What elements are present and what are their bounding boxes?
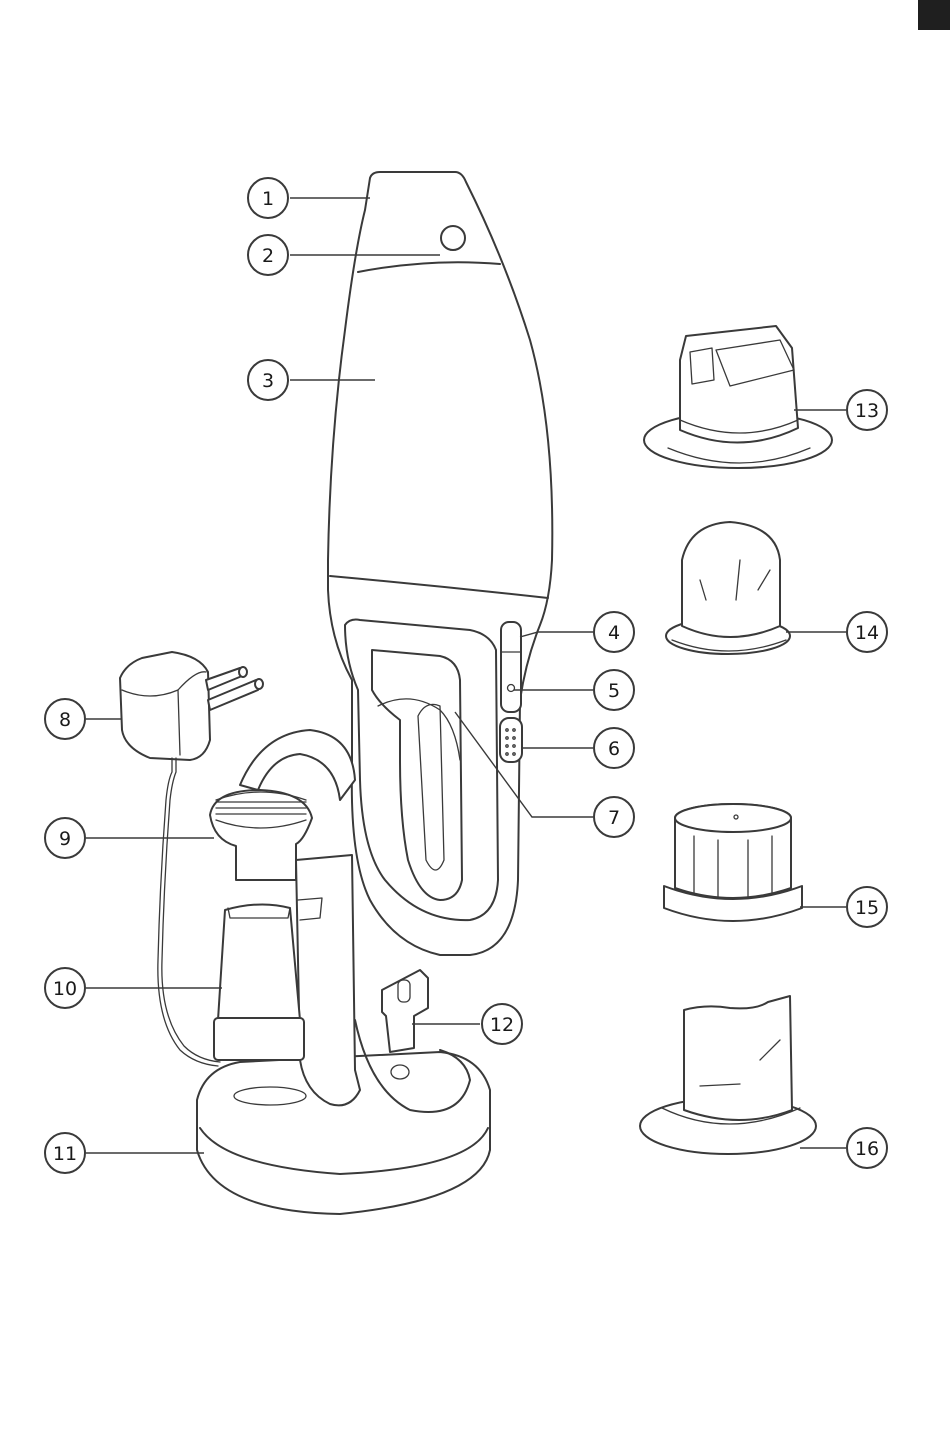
- callout-13: 13: [847, 390, 887, 430]
- callout-label: 1: [262, 188, 274, 210]
- callout-label: 4: [608, 622, 620, 644]
- callout-label: 3: [262, 370, 274, 392]
- handheld-vacuum: [328, 172, 552, 955]
- callout-10: 10: [45, 968, 85, 1008]
- callout-label: 8: [59, 709, 71, 731]
- filter-holder-part: [644, 326, 832, 468]
- callout-7: 7: [594, 797, 634, 837]
- callout-4: 4: [594, 612, 634, 652]
- callout-label: 14: [855, 622, 879, 644]
- callout-label: 5: [608, 680, 620, 702]
- filter-bag-part: [640, 996, 816, 1154]
- front-button: [441, 226, 465, 250]
- callout-1: 1: [248, 178, 288, 218]
- callout-label: 13: [855, 400, 879, 422]
- callout-15: 15: [847, 887, 887, 927]
- callout-14: 14: [847, 612, 887, 652]
- callout-label: 6: [608, 738, 620, 760]
- callout-label: 12: [490, 1014, 514, 1036]
- callout-label: 16: [855, 1138, 879, 1160]
- callout-label: 9: [59, 828, 71, 850]
- filter-cage-part: [664, 804, 802, 921]
- callout-5: 5: [594, 670, 634, 710]
- callout-label: 15: [855, 897, 879, 919]
- callout-11: 11: [45, 1133, 85, 1173]
- filter-cone-part: [666, 522, 790, 654]
- callout-label: 10: [53, 978, 77, 1000]
- callout-9: 9: [45, 818, 85, 858]
- callout-2: 2: [248, 235, 288, 275]
- callout-3: 3: [248, 360, 288, 400]
- callout-6: 6: [594, 728, 634, 768]
- callout-label: 2: [262, 245, 274, 267]
- callout-16: 16: [847, 1128, 887, 1168]
- callout-12: 12: [482, 1004, 522, 1044]
- callout-8: 8: [45, 699, 85, 739]
- callout-label: 11: [53, 1143, 77, 1165]
- callout-label: 7: [608, 807, 620, 829]
- side-control-strip: [501, 622, 521, 712]
- on-off-slide: [500, 718, 522, 762]
